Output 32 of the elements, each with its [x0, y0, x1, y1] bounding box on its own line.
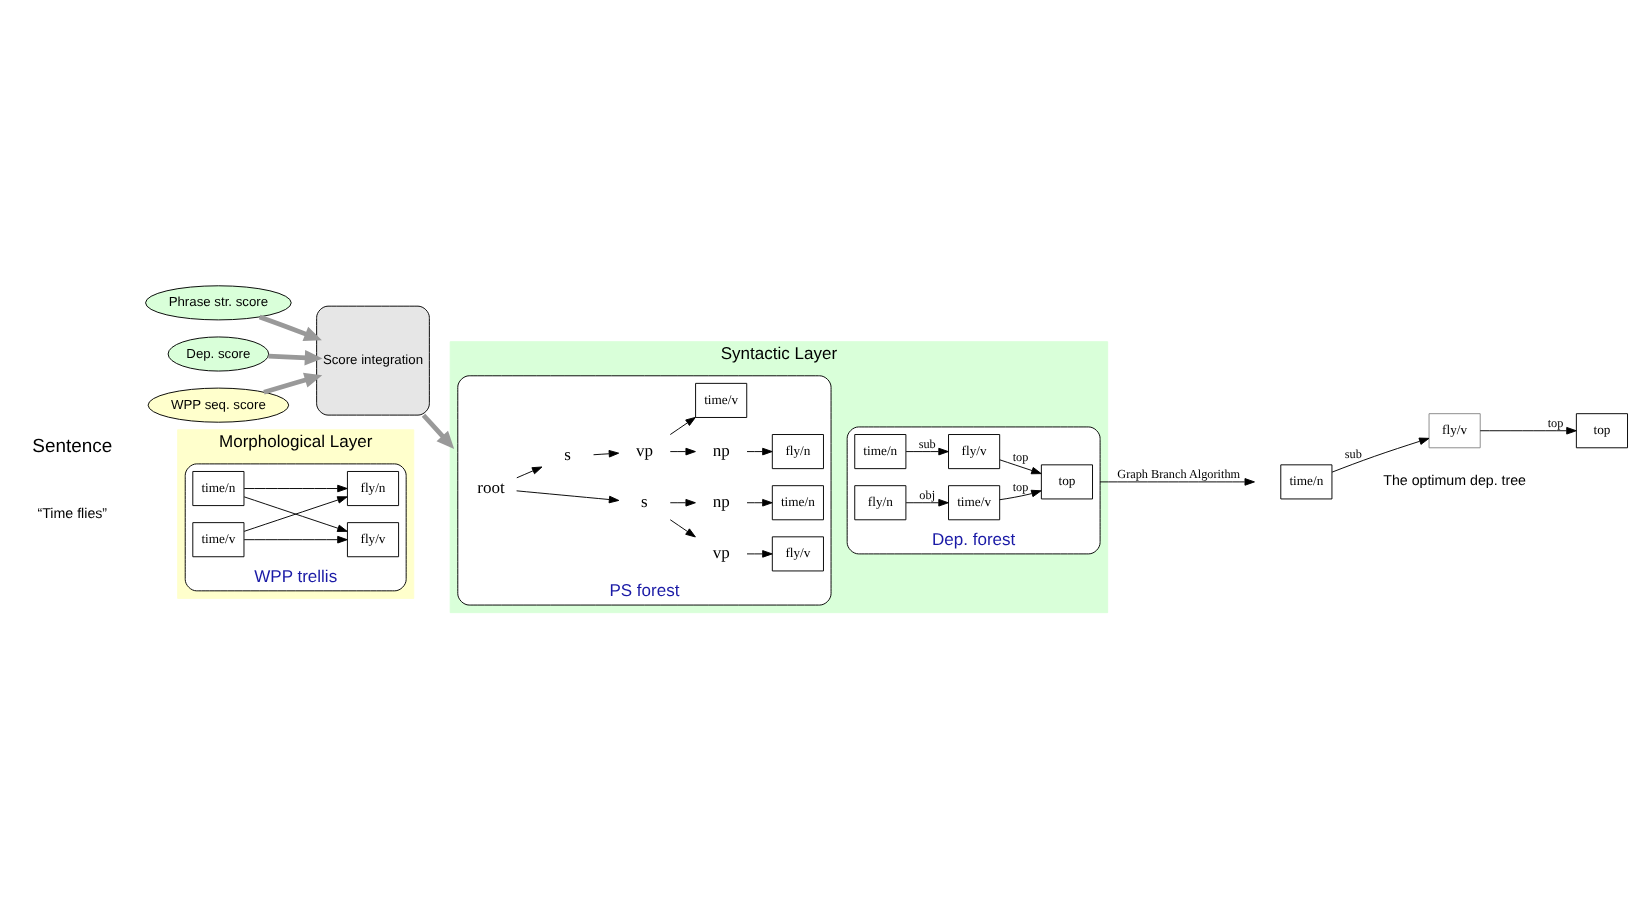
arrow: [905, 446, 949, 455]
arrow: [268, 348, 323, 365]
node-text: np: [712, 489, 730, 510]
arrow: [999, 458, 1042, 474]
node-text: vp: [712, 541, 730, 562]
arrow: [669, 497, 696, 506]
node-text: vp: [635, 438, 653, 459]
arrow: [421, 412, 455, 449]
arrow: [243, 534, 348, 543]
arrow: [1479, 425, 1577, 434]
arrow: [243, 495, 348, 531]
node-text: np: [712, 438, 730, 459]
arrow: [746, 497, 773, 506]
arrow: [1099, 477, 1255, 485]
arrow: [243, 483, 348, 492]
arrow: [669, 415, 696, 435]
arrow: [516, 465, 543, 478]
arrow: [999, 488, 1042, 500]
node-text: root: [477, 475, 505, 496]
node-text: s: [641, 489, 648, 510]
arrow: [669, 518, 696, 537]
node-text: s: [564, 443, 572, 464]
arrow: [593, 448, 620, 457]
arrow: [263, 371, 323, 394]
arrow: [746, 549, 773, 557]
arrow: [258, 313, 322, 341]
arrow: [516, 489, 620, 503]
arrow: [746, 446, 773, 455]
arrow: [1331, 436, 1430, 472]
arrow: [905, 497, 949, 506]
arrow: [669, 446, 696, 455]
label: Sentence: [32, 434, 113, 457]
